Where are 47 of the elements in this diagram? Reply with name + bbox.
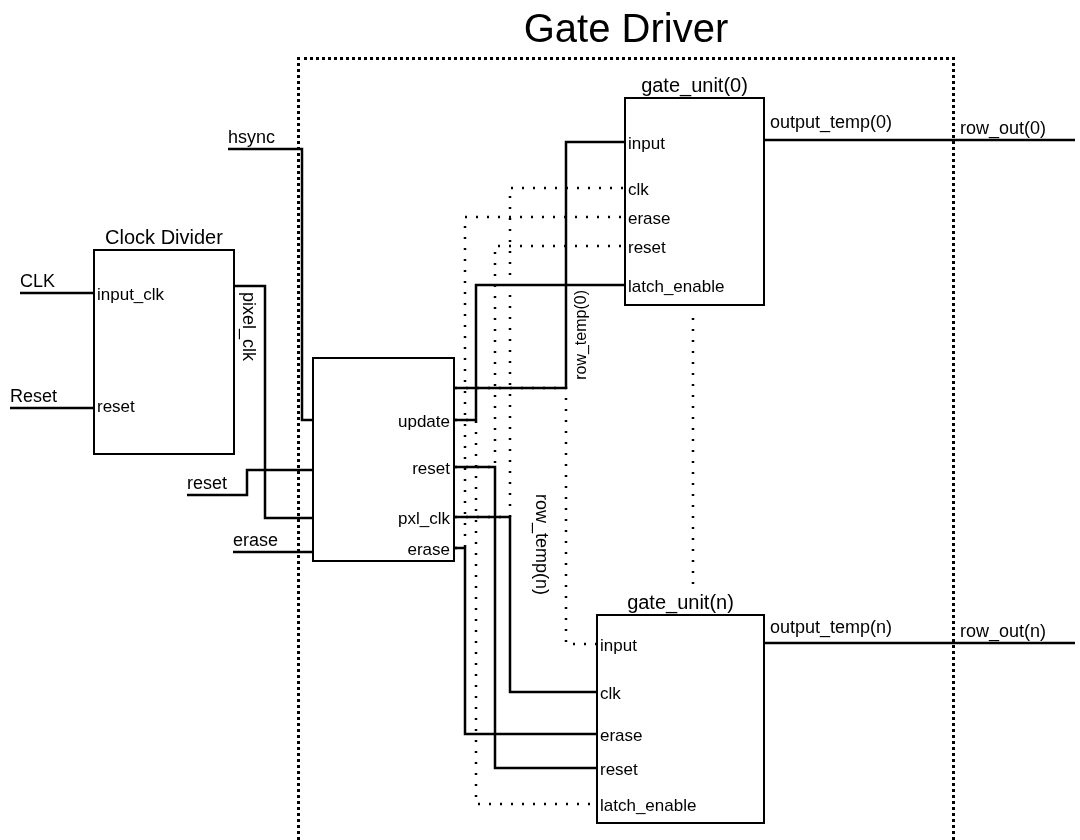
module-name: gate_unit(0) bbox=[641, 74, 748, 96]
signal-wire bbox=[455, 546, 596, 736]
signal-wire bbox=[187, 468, 312, 497]
port-label: update bbox=[398, 412, 450, 432]
port-label: reset bbox=[628, 238, 666, 258]
signal-wire bbox=[455, 140, 624, 390]
port-label: input bbox=[600, 636, 637, 656]
edge-label: row_temp(0) bbox=[571, 290, 590, 380]
signal-name: reset bbox=[187, 472, 243, 495]
edge-label: output_temp(0) bbox=[770, 112, 893, 132]
port-label: input_clk bbox=[97, 285, 165, 305]
signal-wire bbox=[455, 515, 596, 694]
edge-label: pixel_clk bbox=[239, 292, 259, 362]
edge-label: row_temp(n) bbox=[532, 494, 552, 596]
signal-name: hsync bbox=[228, 126, 298, 149]
signal-name: row_out(0) bbox=[960, 117, 1075, 140]
port-label: clk bbox=[600, 684, 621, 704]
port-label: clk bbox=[628, 180, 649, 200]
port-label: reset bbox=[412, 459, 450, 479]
signal-wire bbox=[20, 291, 93, 295]
module-block bbox=[312, 357, 455, 562]
signal-wire bbox=[765, 641, 1075, 645]
signal-wire bbox=[233, 550, 312, 554]
signal-wire bbox=[235, 284, 312, 520]
port-label: latch_enable bbox=[600, 796, 697, 816]
port-label: input bbox=[628, 134, 665, 154]
edge-label: output_temp(n) bbox=[770, 617, 893, 637]
signal-name: Reset bbox=[10, 385, 76, 408]
signal-wire bbox=[455, 283, 624, 422]
port-label: erase bbox=[628, 209, 671, 229]
signal-name: row_out(n) bbox=[960, 620, 1075, 643]
module-name: gate_unit(n) bbox=[627, 591, 734, 613]
port-label: reset bbox=[97, 397, 135, 417]
signal-wire bbox=[455, 465, 596, 770]
boundary-label: Gate Driver bbox=[523, 6, 729, 50]
port-label: erase bbox=[407, 540, 450, 560]
port-label: latch_enable bbox=[628, 277, 725, 297]
signal-wire bbox=[228, 147, 312, 422]
signal-name: erase bbox=[233, 529, 295, 552]
module-name: Clock Divider bbox=[105, 226, 223, 248]
port-label: reset bbox=[600, 760, 638, 780]
signal-wire bbox=[765, 138, 1075, 142]
signal-wire bbox=[455, 386, 596, 646]
signal-name: CLK bbox=[20, 270, 70, 293]
port-label: pxl_clk bbox=[398, 509, 450, 529]
port-label: erase bbox=[600, 726, 643, 746]
signal-wire bbox=[10, 406, 93, 410]
